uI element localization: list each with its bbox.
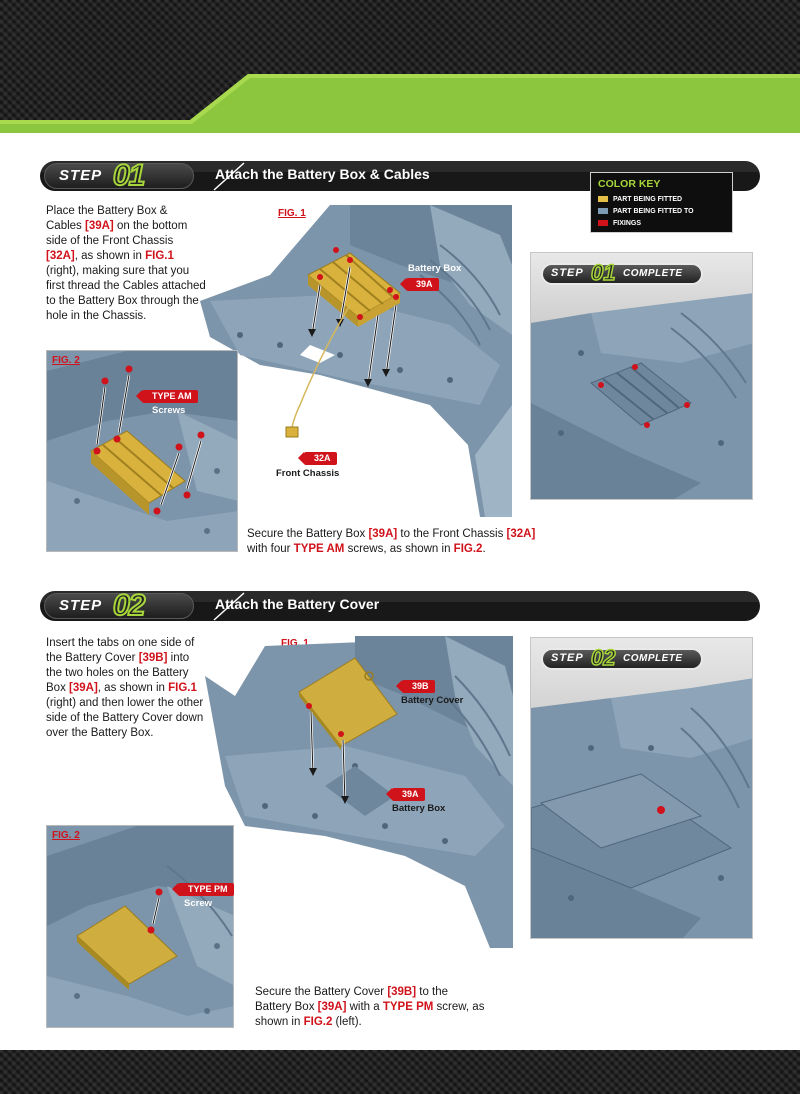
chassis-battery-box-drawing (200, 205, 512, 517)
text-run: Place the Battery Box & Cables (46, 205, 168, 232)
text-run: Insert the tabs on one side of the Batte… (46, 637, 195, 664)
part-reference: [39A] (69, 682, 98, 694)
battery-box-screws-drawing (47, 351, 237, 551)
step-02-complete-illustration (531, 678, 752, 938)
part-reference: [39A] (317, 1001, 347, 1013)
part-reference: TYPE PM (382, 1001, 434, 1013)
text-run: with four (247, 543, 294, 555)
text-run: to the Battery Box (255, 986, 449, 1013)
step-02-fig2-callout-name: Screw (184, 898, 212, 909)
step-01-fig1-illustration (200, 205, 512, 517)
part-reference: [39A] (85, 220, 114, 232)
step-02-badge: STEP 02 (44, 588, 194, 623)
step-01-badge: STEP 01 (44, 158, 194, 193)
part-reference: [39A] (368, 528, 398, 540)
step-01-callout-32a-name: Front Chassis (276, 468, 340, 479)
step-01-instruction: Place the Battery Box & Cables [39A] on … (46, 204, 206, 324)
text-run: screw, as shown in (255, 1001, 485, 1028)
divider-slash (213, 162, 245, 191)
step-02-fig2-frame (46, 825, 234, 1028)
step-02-complete-panel: STEP 02 COMPLETE (530, 637, 753, 939)
step-02-secure-text: Secure the Battery Cover [39B] to the Ba… (255, 985, 485, 1030)
step-01-callout-39a-name: Battery Box (408, 263, 462, 274)
text-run: , as shown in (97, 682, 169, 694)
color-key: COLOR KEY PART BEING FITTED PART BEING F… (590, 172, 733, 233)
step-02-fig2-callout-code: TYPE PM (172, 883, 234, 896)
step-01-complete-illustration (531, 293, 752, 499)
step-02-title: Attach the Battery Cover (215, 596, 380, 612)
step-01-title: Attach the Battery Box & Cables (215, 166, 430, 182)
color-key-item-part-being-fitted-to: PART BEING FITTED TO (598, 206, 694, 216)
part-reference: FIG.2 (303, 1016, 333, 1028)
part-reference: FIG.1 (168, 682, 197, 694)
step-01-secure-text: Secure the Battery Box [39A] to the Fron… (247, 527, 537, 557)
step-02-callout-39b-code: 39B (396, 680, 435, 693)
divider-slash (213, 592, 245, 621)
step-01-callout-39a-code: 39A (400, 278, 439, 291)
text-run: , as shown in (74, 250, 146, 262)
text-run: to the Front Chassis (397, 528, 507, 540)
part-reference: [32A] (506, 528, 536, 540)
text-run: with a (346, 1001, 383, 1013)
part-reference: [39B] (138, 652, 168, 664)
step-02-fig1-illustration (205, 636, 513, 948)
text-run: into the two holes on the Battery Box (46, 652, 190, 694)
step-02-callout-39a-name: Battery Box (392, 803, 446, 814)
step-02-instruction: Insert the tabs on one side of the Batte… (46, 636, 208, 741)
text-run: (right), making sure that you first thre… (46, 265, 206, 322)
step-01-complete-panel: STEP 01 COMPLETE (530, 252, 753, 500)
part-reference: FIG.1 (145, 250, 174, 262)
step-01-callout-32a-code: 32A (298, 452, 337, 465)
color-key-item-part-being-fitted: PART BEING FITTED (598, 194, 682, 204)
part-reference: FIG.2 (453, 543, 483, 555)
part-reference: TYPE AM (293, 543, 345, 555)
text-run: screws, as shown in (344, 543, 454, 555)
step-02-callout-39a-code: 39A (386, 788, 425, 801)
step-01-fig2-callout-name: Screws (152, 405, 186, 416)
color-key-item-fixings: FIXINGS (598, 218, 641, 228)
text-run: (left). (332, 1016, 362, 1028)
page-header (0, 0, 800, 133)
step-01-fig1-label: FIG. 1 (278, 208, 306, 219)
step-01-fig2-label: FIG. 2 (52, 355, 80, 366)
step-02-complete-badge: STEP 02 COMPLETE (541, 644, 703, 671)
part-reference: [39B] (387, 986, 417, 998)
text-run: Secure the Battery Box (247, 528, 369, 540)
step-01-complete-badge: STEP 01 COMPLETE (541, 259, 703, 286)
step-02-header: STEP 02 Attach the Battery Cover (40, 588, 760, 623)
battery-cover-screw-drawing (47, 826, 233, 1027)
step-01-fig2-frame (46, 350, 238, 552)
part-reference: [32A] (46, 250, 75, 262)
step-02-fig2-label: FIG. 2 (52, 830, 80, 841)
text-run: on the bottom side of the Front Chassis (46, 220, 188, 247)
text-run: Secure the Battery Cover (255, 986, 388, 998)
text-run: (right) and then lower the other side of… (46, 697, 204, 739)
header-green-stripe (0, 74, 800, 133)
step-02-callout-39b-name: Battery Cover (401, 695, 464, 706)
text-run: . (482, 543, 486, 555)
page-footer (0, 1050, 800, 1094)
chassis-battery-cover-drawing (205, 636, 513, 948)
step-02-fig1-label: FIG. 1 (281, 638, 309, 649)
step-01-fig2-callout-code: TYPE AM (136, 390, 198, 403)
